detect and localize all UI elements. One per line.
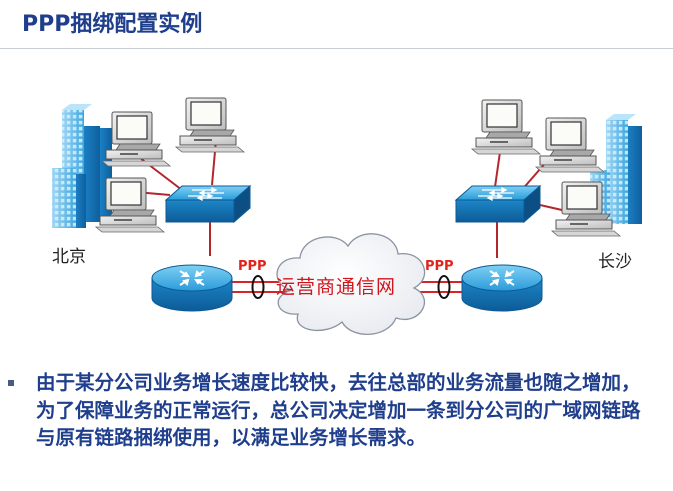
bullet-text: 由于某分公司业务增长速度比较快，去往总部的业务流量也随之增加，为了保障业务的正常… bbox=[36, 371, 641, 449]
changsha-switch bbox=[455, 185, 541, 223]
beijing-pc-1 bbox=[101, 111, 171, 167]
ppp-bundle-ring-left bbox=[251, 275, 265, 299]
title-divider bbox=[0, 48, 673, 49]
beijing-pc-2 bbox=[175, 97, 245, 153]
network-diagram bbox=[52, 97, 642, 335]
beijing-switch bbox=[165, 185, 251, 223]
beijing-pc-3 bbox=[95, 177, 165, 233]
ppp-link-label-right: PPP bbox=[425, 259, 454, 274]
changsha-pc-2 bbox=[535, 117, 605, 173]
carrier-network-cloud bbox=[276, 233, 426, 335]
ppp-bundle-ring-right bbox=[437, 275, 451, 299]
beijing-buildings bbox=[52, 104, 112, 228]
square-bullet-icon bbox=[8, 380, 14, 386]
bullet-list: 由于某分公司业务增长速度比较快，去往总部的业务流量也随之增加，为了保障业务的正常… bbox=[8, 369, 658, 452]
slide-title: PPP捆绑配置实例 bbox=[22, 12, 203, 37]
changsha-router bbox=[461, 264, 543, 312]
changsha-pc-1 bbox=[471, 99, 541, 155]
site-label-beijing: 北京 bbox=[52, 247, 86, 267]
site-label-changsha: 长沙 bbox=[598, 252, 632, 272]
beijing-router bbox=[151, 264, 233, 312]
ppp-link-label-left: PPP bbox=[238, 259, 267, 274]
cloud-label: 运营商通信网 bbox=[276, 276, 397, 298]
